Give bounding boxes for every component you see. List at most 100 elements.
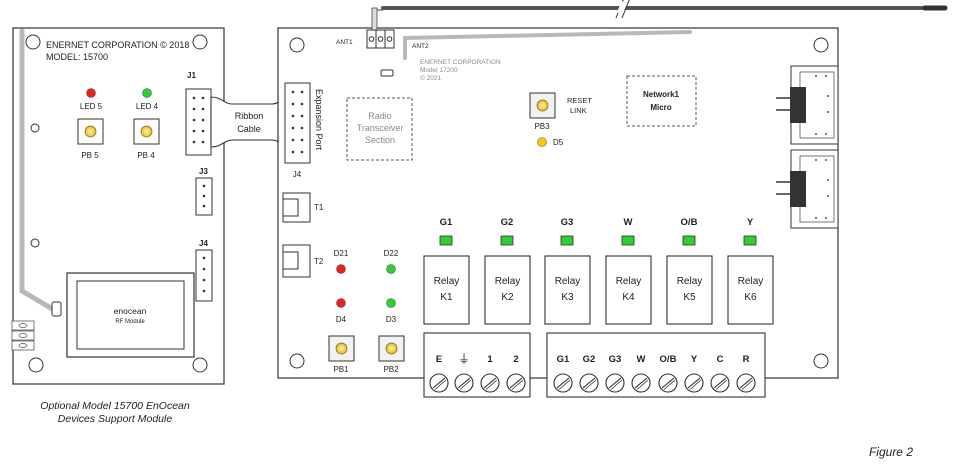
relay-k5-name: K5: [683, 292, 696, 303]
pb5-label: PB 5: [81, 151, 99, 160]
d4-label: D4: [336, 315, 347, 324]
relay-k3: G3 Relay K3: [544, 217, 591, 325]
screw-terminal-icon[interactable]: [579, 373, 599, 393]
screw-terminal-icon[interactable]: [506, 373, 526, 393]
relay-k2-led-icon: [500, 235, 514, 246]
expansion-port-connector: [284, 82, 311, 164]
pb2-button[interactable]: [378, 335, 405, 362]
relay-k5-word: Relay: [677, 276, 703, 287]
d3-label: D3: [386, 315, 397, 324]
d3-led-icon: [386, 298, 396, 308]
enocean-module-board: ENERNET CORPORATION © 2018 MODEL: 15700 …: [11, 27, 225, 385]
relay-k3-name: K3: [561, 292, 574, 303]
main-year: © 2021: [420, 74, 441, 82]
terminal-r-label: R: [743, 354, 750, 365]
relay-k4-word: Relay: [616, 276, 642, 287]
antenna-trace: [403, 30, 692, 60]
module-model: MODEL: 15700: [46, 52, 108, 62]
terminal-g2-label: G2: [583, 354, 596, 365]
relay-k5-led-icon: [682, 235, 696, 246]
mounting-hole-icon: [28, 357, 44, 373]
relay-k1-label: G1: [440, 217, 453, 228]
pb5-button[interactable]: [77, 118, 104, 145]
t1-connector: [282, 192, 311, 223]
relay-k1: G1 Relay K1: [423, 217, 470, 325]
link-label: LINK: [570, 106, 587, 115]
d5-label: D5: [553, 138, 564, 147]
screw-terminal-icon[interactable]: [736, 373, 756, 393]
ribbon-cable: Ribbon Cable: [210, 96, 286, 148]
module-caption-line1: Optional Model 15700 EnOcean: [40, 400, 190, 412]
mounting-hole-icon: [30, 238, 40, 248]
ribbon-cable-line1: Ribbon: [235, 111, 264, 121]
rj-jack-lower: [776, 149, 839, 229]
relay-bank: G1 Relay K1 G2 Relay K2 G3 Relay K3: [423, 217, 774, 325]
module-company: ENERNET CORPORATION © 2018: [46, 40, 189, 50]
terminal-block-right: G1 G2 G3 W O/B Y C R: [546, 332, 766, 398]
screw-terminal-icon[interactable]: [710, 373, 730, 393]
mounting-hole-icon: [192, 34, 208, 50]
ant1-label: ANT1: [336, 39, 353, 46]
mounting-hole-icon: [289, 37, 305, 53]
pb4-label: PB 4: [137, 151, 155, 160]
antenna-wire: [371, 0, 948, 31]
mounting-hole-icon: [25, 34, 41, 50]
module-antenna-pad: [51, 301, 62, 317]
rf-module: enocean RF Module: [66, 272, 195, 358]
relay-k4-name: K4: [622, 292, 635, 303]
relay-k5-label: O/B: [681, 217, 698, 228]
relay-k6-name: K6: [744, 292, 757, 303]
led5-icon: [86, 88, 96, 98]
terminal-e-label: E: [436, 354, 442, 365]
screw-terminal-icon[interactable]: [605, 373, 625, 393]
relay-k6: Y Relay K6: [727, 217, 774, 325]
pb1-label: PB1: [333, 365, 349, 374]
t2-label: T2: [314, 257, 324, 266]
screw-terminal-icon[interactable]: [429, 373, 449, 393]
relay-k1-led-icon: [439, 235, 453, 246]
d22-led-icon: [386, 264, 396, 274]
relay-k6-led-icon: [743, 235, 757, 246]
relay-k6-label: Y: [747, 217, 754, 228]
relay-k4-led-icon: [621, 235, 635, 246]
j3-connector: [195, 177, 213, 216]
t2-connector: [282, 244, 311, 278]
ribbon-cable-line2: Cable: [237, 124, 261, 134]
rf-module-sub: RF Module: [115, 319, 145, 325]
screw-terminal-icon[interactable]: [553, 373, 573, 393]
reset-link-button[interactable]: [529, 92, 556, 119]
mounting-hole-icon: [813, 37, 829, 53]
screw-terminal-icon[interactable]: [684, 373, 704, 393]
pb3-label: PB3: [534, 122, 550, 131]
pb2-label: PB2: [383, 365, 399, 374]
module-caption-line2: Devices Support Module: [58, 413, 173, 425]
terminal-1-label: 1: [487, 354, 493, 365]
pb4-button[interactable]: [133, 118, 160, 145]
network1-line1: Network1: [643, 90, 680, 99]
screw-terminal-icon[interactable]: [454, 373, 474, 393]
relay-k2-label: G2: [501, 217, 514, 228]
terminal-w-label: W: [637, 354, 646, 365]
screw-terminal-icon[interactable]: [480, 373, 500, 393]
rf-module-name: enocean: [114, 306, 147, 316]
screw-terminal-icon[interactable]: [658, 373, 678, 393]
terminal-g3-label: G3: [609, 354, 622, 365]
relay-k2-word: Relay: [495, 276, 521, 287]
pb1-button[interactable]: [328, 335, 355, 362]
relay-k6-word: Relay: [738, 276, 764, 287]
d22-label: D22: [384, 249, 399, 258]
rj-jack-upper: [776, 65, 839, 145]
ant1-connector: [366, 29, 395, 49]
screw-terminal-icon[interactable]: [631, 373, 651, 393]
terminal-c-label: C: [717, 354, 724, 365]
relay-k3-word: Relay: [555, 276, 581, 287]
terminal-ob-label: O/B: [660, 354, 677, 365]
relay-k1-name: K1: [440, 292, 453, 303]
relay-k4: W Relay K4: [605, 217, 652, 325]
main-board: ANT1 ANT2 ENERNET CORPORATION Model 1720…: [277, 0, 948, 379]
relay-k2-name: K2: [501, 292, 514, 303]
mounting-hole-icon: [192, 357, 208, 373]
led4-label: LED 4: [136, 102, 159, 111]
radio-line3: Section: [365, 135, 395, 145]
